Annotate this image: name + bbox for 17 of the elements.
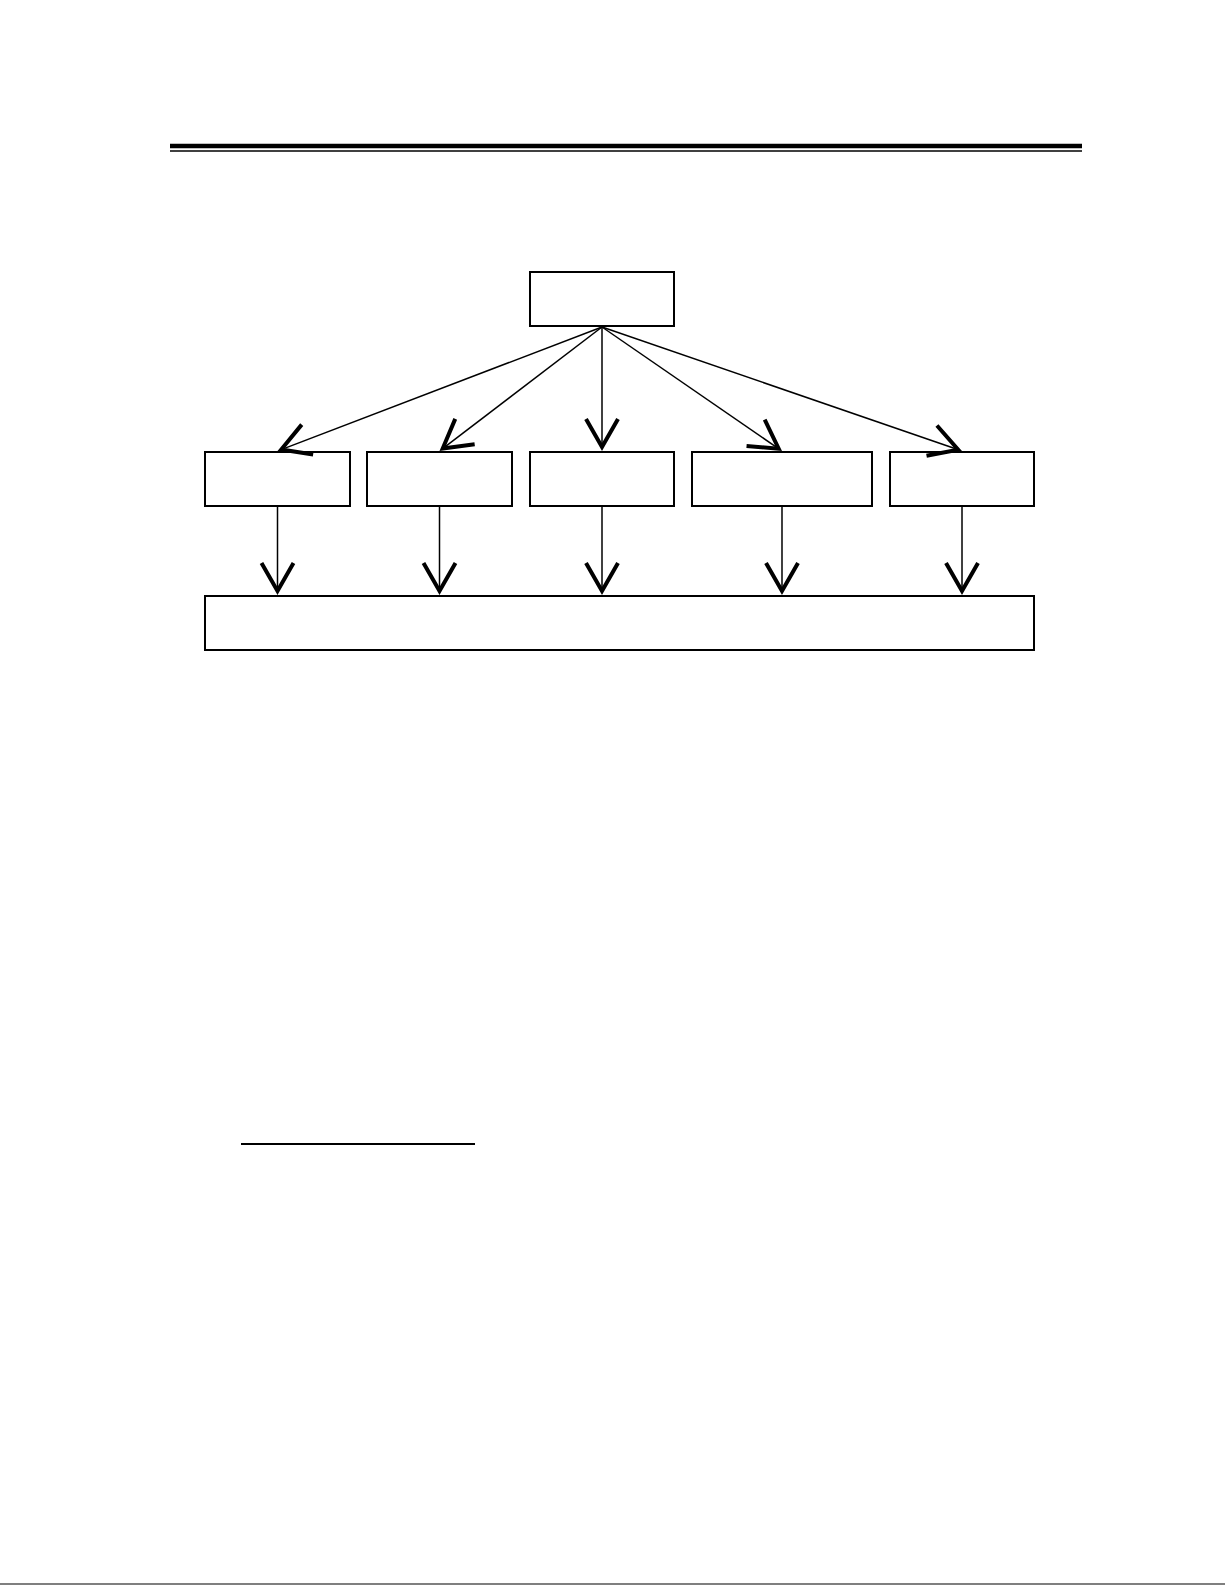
arrow — [259, 506, 296, 595]
arrow — [764, 506, 800, 595]
arrow — [944, 506, 980, 595]
arrow — [601, 326, 782, 451]
arrow — [439, 326, 603, 451]
empty-box — [366, 451, 513, 507]
empty-box — [204, 595, 1035, 651]
empty-box — [889, 451, 1035, 507]
empty-box — [691, 451, 873, 507]
arrow — [421, 506, 458, 595]
empty-box — [204, 451, 351, 507]
arrow — [601, 326, 962, 458]
empty-box — [529, 451, 675, 507]
empty-box — [529, 271, 675, 327]
arrow — [584, 326, 620, 451]
arrow — [277, 326, 603, 457]
arrow — [584, 506, 620, 595]
